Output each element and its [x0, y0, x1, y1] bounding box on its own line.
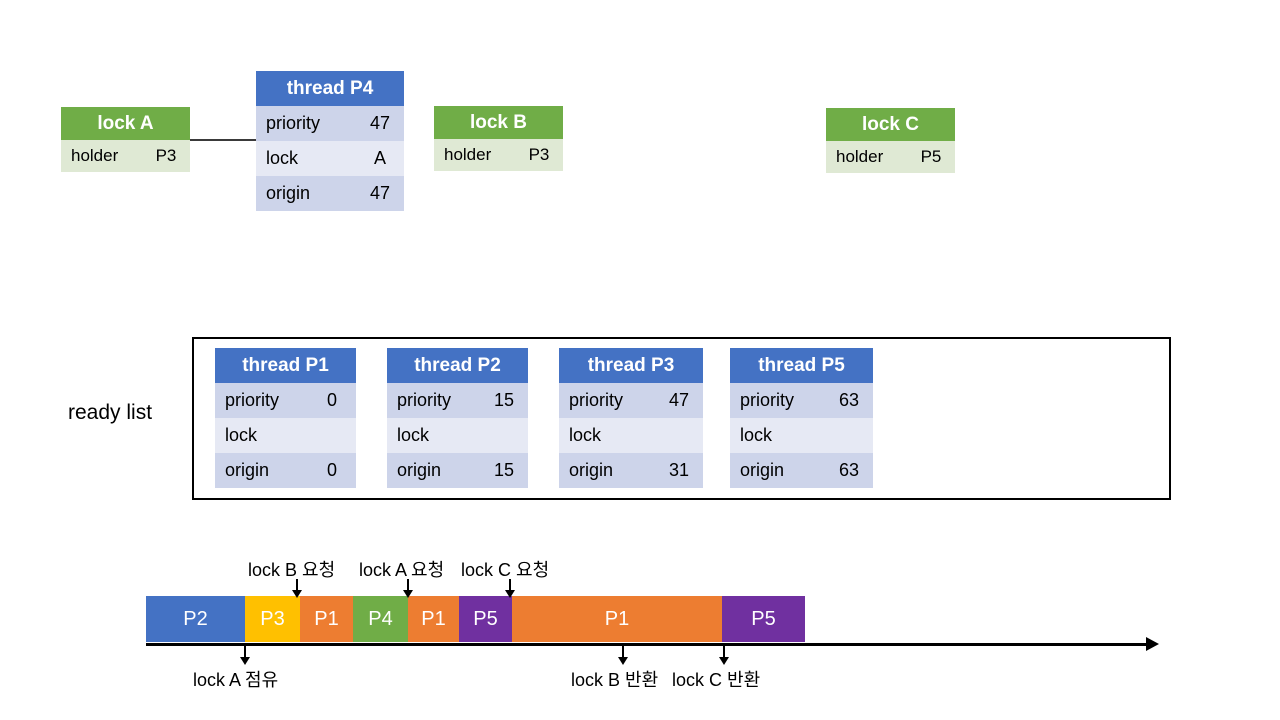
- thread-p1-priority-label: priority: [225, 390, 280, 410]
- arrow-head-down-icon: [240, 657, 250, 665]
- arrow-head-down-icon: [505, 590, 515, 598]
- thread-p2-origin-value: 15: [493, 460, 515, 480]
- thread-p4-priority-label: priority: [266, 113, 321, 133]
- lock-b-row-holder: holder P3: [434, 139, 563, 171]
- thread-p4-title: thread P4: [256, 71, 404, 106]
- thread-p1-priority-value: 0: [326, 390, 337, 410]
- lock-a-title: lock A: [61, 107, 190, 140]
- arrow-head-down-icon: [618, 657, 628, 665]
- lock-card-lock-c: lock C holder P5: [826, 108, 955, 173]
- lock-a-holder-value: P3: [155, 146, 177, 165]
- thread-p2-row-priority: priority 15: [387, 383, 528, 418]
- thread-p2-row-origin: origin 15: [387, 453, 528, 488]
- lock-b-holder-value: P3: [528, 145, 550, 164]
- thread-p4-priority-value: 47: [369, 113, 391, 133]
- thread-p2-row-lock: lock: [387, 418, 528, 453]
- timeline-segment-p1-2: P1: [300, 596, 353, 642]
- lock-c-holder-value: P5: [920, 147, 942, 166]
- thread-p3-origin-value: 31: [668, 460, 690, 480]
- timeline-mark-label: lock B 반환: [571, 670, 659, 690]
- timeline-segment-p3-1: P3: [245, 596, 300, 642]
- lock-card-lock-a: lock A holder P3: [61, 107, 190, 172]
- thread-p3-origin-label: origin: [569, 460, 614, 480]
- thread-p4-row-priority: priority 47: [256, 106, 404, 141]
- timeline-segment-p5-5: P5: [459, 596, 512, 642]
- lock-c-holder-label: holder: [836, 147, 884, 166]
- thread-p5-priority-value: 63: [838, 390, 860, 410]
- lock-b-title: lock B: [434, 106, 563, 139]
- thread-p3-row-origin: origin 31: [559, 453, 703, 488]
- ready-list-label: ready list: [68, 401, 153, 424]
- timeline-mark-label: lock B 요청: [248, 560, 336, 580]
- arrow-head-down-icon: [403, 590, 413, 598]
- arrow-stem: [509, 579, 511, 591]
- thread-p5-row-lock: lock: [730, 418, 873, 453]
- timeline-mark-label: lock C 요청: [461, 560, 550, 580]
- thread-card-thread-p2: thread P2 priority 15 lock origin 15: [387, 348, 528, 488]
- thread-p4-lock-label: lock: [266, 148, 299, 168]
- thread-p1-lock-label: lock: [225, 425, 258, 445]
- thread-p3-row-priority: priority 47: [559, 383, 703, 418]
- thread-card-thread-p3: thread P3 priority 47 lock origin 31: [559, 348, 703, 488]
- lock-c-row-holder: holder P5: [826, 141, 955, 173]
- thread-p5-origin-value: 63: [838, 460, 860, 480]
- thread-p5-lock-label: lock: [740, 425, 773, 445]
- thread-p1-row-priority: priority 0: [215, 383, 356, 418]
- lock-a-row-holder: holder P3: [61, 140, 190, 172]
- thread-p3-title: thread P3: [559, 348, 703, 383]
- thread-p2-title: thread P2: [387, 348, 528, 383]
- lock-a-holder-label: holder: [71, 146, 119, 165]
- timeline-segment-p2-0: P2: [146, 596, 245, 642]
- thread-p4-row-origin: origin 47: [256, 176, 404, 211]
- thread-p3-lock-label: lock: [569, 425, 602, 445]
- arrow-stem: [622, 646, 624, 658]
- thread-p1-title: thread P1: [215, 348, 356, 383]
- thread-p5-priority-label: priority: [740, 390, 795, 410]
- thread-card-thread-p1: thread P1 priority 0 lock origin 0: [215, 348, 356, 488]
- thread-p5-row-priority: priority 63: [730, 383, 873, 418]
- timeline-axis: [146, 643, 1146, 646]
- thread-p3-priority-value: 47: [668, 390, 690, 410]
- timeline-mark-label: lock A 점유: [193, 670, 279, 690]
- thread-p4-origin-value: 47: [369, 183, 391, 203]
- timeline-segment-p1-6: P1: [512, 596, 722, 642]
- thread-p2-origin-label: origin: [397, 460, 442, 480]
- lock-c-title: lock C: [826, 108, 955, 141]
- thread-p4-row-lock: lock A: [256, 141, 404, 176]
- thread-p1-origin-value: 0: [326, 460, 337, 480]
- thread-p1-row-lock: lock: [215, 418, 356, 453]
- lock-a-to-thread-p4-connector: [190, 139, 256, 141]
- arrow-head-down-icon: [719, 657, 729, 665]
- arrow-stem: [296, 579, 298, 591]
- thread-p5-title: thread P5: [730, 348, 873, 383]
- timeline-segment-p1-4: P1: [408, 596, 459, 642]
- thread-p4-origin-label: origin: [266, 183, 311, 203]
- thread-p2-priority-label: priority: [397, 390, 452, 410]
- thread-p4-lock-value: A: [373, 148, 386, 168]
- thread-p2-priority-value: 15: [493, 390, 515, 410]
- timeline-axis-arrowhead: [1146, 637, 1159, 651]
- arrow-stem: [244, 646, 246, 658]
- lock-card-lock-b: lock B holder P3: [434, 106, 563, 171]
- timeline-mark-label: lock C 반환: [672, 670, 761, 690]
- thread-p1-row-origin: origin 0: [215, 453, 356, 488]
- timeline-mark-label: lock A 요청: [359, 560, 445, 580]
- timeline-segment-p4-3: P4: [353, 596, 408, 642]
- thread-p5-row-origin: origin 63: [730, 453, 873, 488]
- thread-p2-lock-label: lock: [397, 425, 430, 445]
- thread-p5-origin-label: origin: [740, 460, 785, 480]
- thread-card-thread-p5: thread P5 priority 63 lock origin 63: [730, 348, 873, 488]
- thread-p3-priority-label: priority: [569, 390, 624, 410]
- thread-p3-row-lock: lock: [559, 418, 703, 453]
- arrow-stem: [723, 646, 725, 658]
- thread-p1-origin-label: origin: [225, 460, 270, 480]
- ready-list-box: [192, 337, 1171, 500]
- arrow-head-down-icon: [292, 590, 302, 598]
- arrow-stem: [407, 579, 409, 591]
- lock-b-holder-label: holder: [444, 145, 492, 164]
- timeline-segment-p5-7: P5: [722, 596, 805, 642]
